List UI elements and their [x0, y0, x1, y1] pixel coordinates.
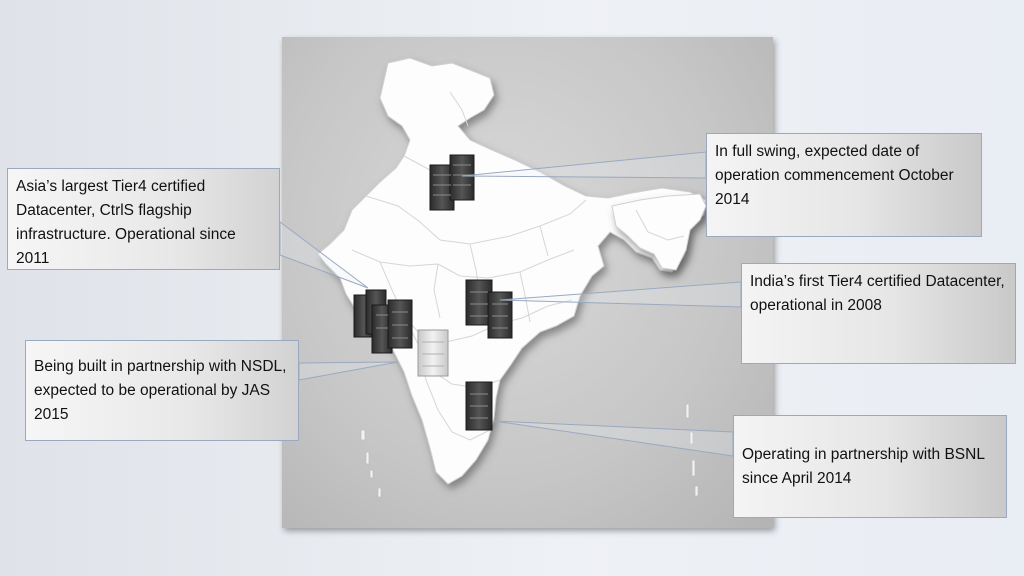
callout-hyderabad-text: India’s first Tier4 certified Datacenter…	[750, 273, 1005, 314]
india-map-panel	[282, 37, 773, 528]
callout-north-text: In full swing, expected date of operatio…	[715, 143, 954, 208]
callout-nsdl-text: Being built in partnership with NSDL, ex…	[34, 358, 287, 423]
india-land	[317, 57, 707, 485]
northeast-land	[611, 193, 707, 271]
callout-hyderabad: India’s first Tier4 certified Datacenter…	[741, 263, 1016, 364]
islands	[360, 403, 699, 498]
callout-bsnl: Operating in partnership with BSNL since…	[733, 415, 1007, 518]
callout-bsnl-text: Operating in partnership with BSNL since…	[742, 446, 985, 487]
west-datacenter-cluster-icon	[353, 289, 413, 354]
callout-chennai-ctrls: Asia’s largest Tier4 certified Datacente…	[7, 168, 280, 270]
india-map	[317, 57, 707, 498]
callout-chennai-ctrls-text: Asia’s largest Tier4 certified Datacente…	[16, 178, 236, 267]
south-datacenter-icon	[465, 381, 493, 431]
callout-north: In full swing, expected date of operatio…	[706, 133, 982, 237]
callout-nsdl: Being built in partnership with NSDL, ex…	[25, 340, 299, 441]
planned-datacenter-icon	[417, 329, 449, 377]
